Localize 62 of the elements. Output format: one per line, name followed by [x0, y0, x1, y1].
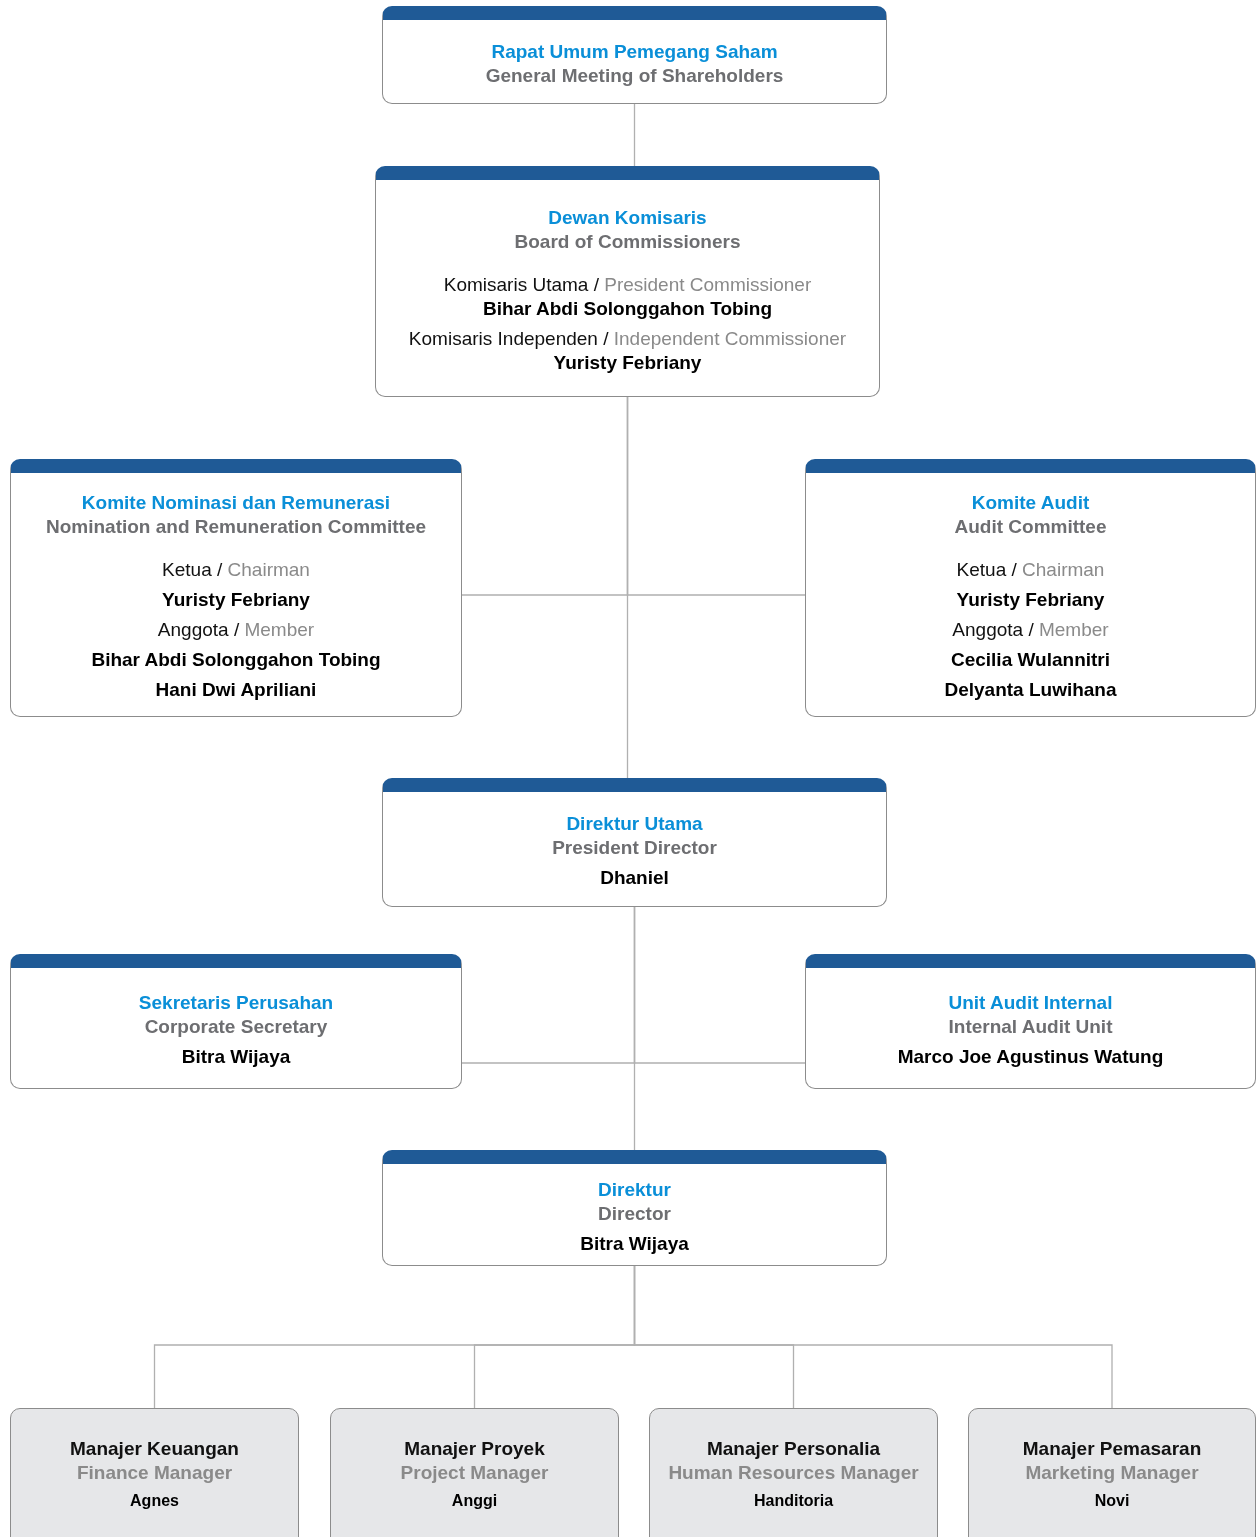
unit-subtitle: Board of Commissioners: [514, 229, 741, 254]
org-box: [382, 778, 887, 907]
unit-subtitle: Finance Manager: [76, 1461, 233, 1485]
person-name: Hani Dwi Apriliani: [155, 678, 317, 702]
role-label: Anggota / Member: [952, 618, 1109, 642]
unit-subtitle: Nomination and Remuneration Committee: [46, 515, 426, 539]
manager-box: [968, 1408, 1256, 1537]
org-box: [805, 954, 1256, 1089]
org-box: [10, 459, 462, 717]
person-name: Handitoria: [753, 1491, 834, 1511]
connector-line: [633, 906, 636, 1151]
unit-title: Dewan Komisaris: [548, 205, 707, 230]
person-name: Agnes: [130, 1491, 179, 1511]
person-name: Yuristy Febriany: [162, 588, 310, 612]
unit-title: Manajer Pemasaran: [1022, 1437, 1202, 1461]
unit-subtitle: Corporate Secretary: [144, 1015, 328, 1039]
org-box: [10, 954, 462, 1089]
unit-title: Manajer Personalia: [706, 1437, 881, 1461]
role-label: Ketua / Chairman: [162, 558, 310, 582]
unit-subtitle: Director: [598, 1201, 671, 1226]
unit-subtitle: Marketing Manager: [1025, 1461, 1199, 1485]
unit-subtitle: Human Resources Manager: [668, 1461, 919, 1485]
unit-title: Rapat Umum Pemegang Saham: [491, 39, 778, 64]
org-box: [382, 1150, 887, 1266]
connector-line: [633, 1265, 1113, 1409]
person-name: Anggi: [451, 1491, 498, 1511]
role-label: Komisaris Utama / President Commissioner: [443, 272, 812, 297]
person-name: Bihar Abdi Solonggahon Tobing: [482, 296, 773, 321]
manager-box: [10, 1408, 299, 1537]
person-name: Marco Joe Agustinus Watung: [897, 1045, 1164, 1069]
unit-title: Direktur: [598, 1177, 671, 1202]
unit-subtitle: Audit Committee: [954, 515, 1107, 539]
manager-box: [649, 1408, 938, 1537]
unit-subtitle: General Meeting of Shareholders: [485, 63, 784, 88]
unit-title: Manajer Proyek: [404, 1437, 545, 1461]
person-name: Yuristy Febriany: [956, 588, 1105, 612]
person-name: Cecilia Wulannitri: [950, 648, 1111, 672]
manager-box: [330, 1408, 619, 1537]
unit-title: Sekretaris Perusahan: [138, 991, 334, 1015]
person-name: Bitra Wijaya: [580, 1231, 689, 1256]
unit-subtitle: Internal Audit Unit: [948, 1015, 1113, 1039]
org-box: [375, 166, 880, 397]
role-label: Anggota / Member: [157, 618, 315, 642]
role-label: Komisaris Independen / Independent Commissioner: [408, 326, 847, 351]
person-name: Yuristy Febriany: [553, 350, 702, 375]
connector-line: [633, 103, 636, 167]
org-box: [805, 459, 1256, 717]
connector-line: [626, 396, 629, 779]
unit-title: Unit Audit Internal: [948, 991, 1113, 1015]
role-label: Ketua / Chairman: [956, 558, 1105, 582]
unit-title: Direktur Utama: [566, 812, 703, 836]
person-name: Dhaniel: [600, 866, 669, 890]
unit-subtitle: Project Manager: [400, 1461, 549, 1485]
person-name: Delyanta Luwihana: [944, 678, 1117, 702]
person-name: Bihar Abdi Solonggahon Tobing: [91, 648, 381, 672]
org-box: [382, 6, 887, 104]
unit-title: Komite Nominasi dan Remunerasi: [81, 491, 391, 515]
unit-title: Komite Audit: [971, 491, 1090, 515]
person-name: Bitra Wijaya: [181, 1045, 291, 1069]
person-name: Novi: [1094, 1491, 1130, 1511]
unit-title: Manajer Keuangan: [70, 1437, 239, 1461]
unit-subtitle: President Director: [552, 836, 717, 860]
